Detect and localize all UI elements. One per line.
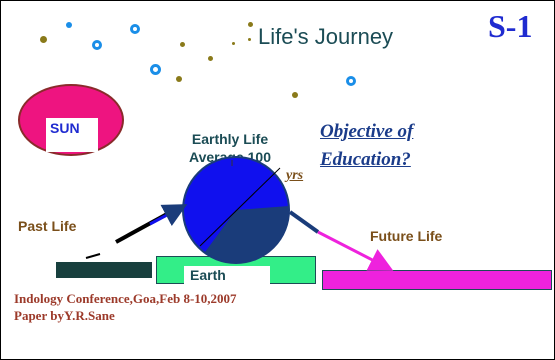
slide-title: Life's Journey — [258, 24, 394, 49]
past-life-label: Past Life — [18, 218, 77, 234]
objective-line-1: Objective of — [320, 121, 414, 142]
sun-label: SUN — [46, 118, 98, 152]
globe-axis — [199, 167, 281, 247]
globe-shade — [205, 206, 290, 263]
conference-line-2: Paper byY.R.Sane — [14, 308, 115, 323]
future-life-label: Future Life — [370, 228, 443, 244]
objective-line-2: Education? — [320, 149, 411, 170]
earth-label: Earth — [184, 266, 270, 284]
past-arrow-head — [149, 204, 188, 227]
past-life-bar — [56, 262, 152, 278]
objective-heading: Objective of Education? — [320, 118, 460, 174]
conference-credit: Indology Conference,Goa,Feb 8-10,2007 Pa… — [14, 290, 314, 324]
future-arrow-head — [317, 230, 394, 271]
earthly-line-1: Earthly Life — [191, 131, 269, 147]
future-arrow-line — [288, 210, 320, 234]
conference-line-1: Indology Conference,Goa,Feb 8-10,2007 — [14, 291, 237, 306]
yrs-label: yrs — [286, 168, 304, 183]
slide-number: S-1 — [488, 8, 533, 44]
future-life-bar — [322, 270, 552, 290]
